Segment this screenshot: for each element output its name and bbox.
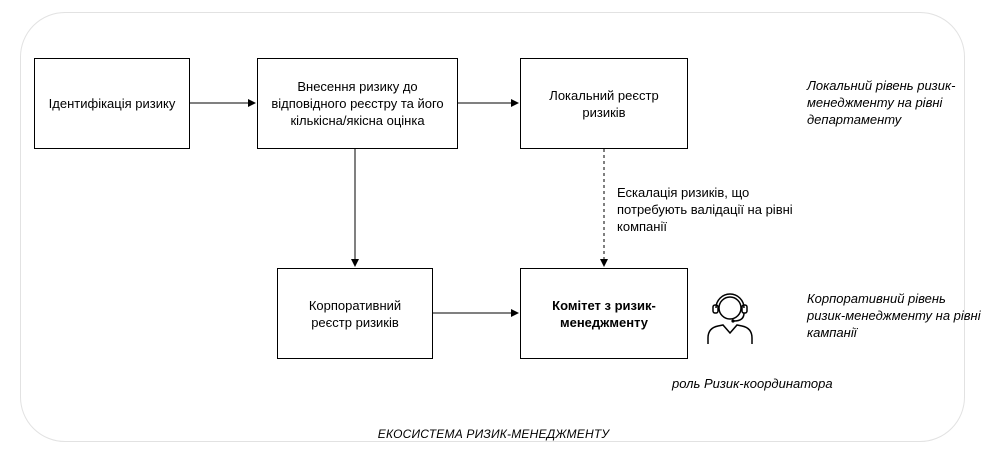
local-level-note: Локальний рівень ризик-менеджменту на рі… bbox=[807, 78, 956, 127]
corporate-register-box: Корпоративний реєстр ризиків bbox=[277, 268, 433, 359]
risk-entry-label: Внесення ризику до відповідного реєстру … bbox=[271, 79, 444, 128]
local-register-label: Локальний реєстр ризиків bbox=[549, 87, 659, 120]
identification-label: Ідентифікація ризику bbox=[48, 96, 176, 111]
role-note: роль Ризик-координатора bbox=[672, 376, 833, 391]
escalation-label: Ескалація ризиків, що потребують валідац… bbox=[617, 185, 793, 234]
committee-label: Комітет з ризик-менеджменту bbox=[552, 297, 656, 330]
risk-entry-box: Внесення ризику до відповідного реєстру … bbox=[257, 58, 458, 149]
headset-person-icon bbox=[707, 293, 753, 344]
committee-box: Комітет з ризик-менеджменту bbox=[520, 268, 688, 359]
corporate-register-label: Корпоративний реєстр ризиків bbox=[308, 297, 402, 330]
local-register-box: Локальний реєстр ризиків bbox=[520, 58, 688, 149]
ecosystem-caption: ЕКОСИСТЕМА РИЗИК-МЕНЕДЖМЕНТУ bbox=[377, 427, 610, 441]
corporate-level-note: Корпоративний рівень ризик-менеджменту н… bbox=[807, 291, 981, 340]
identification-box: Ідентифікація ризику bbox=[34, 58, 190, 149]
ecosystem-frame bbox=[20, 12, 965, 442]
